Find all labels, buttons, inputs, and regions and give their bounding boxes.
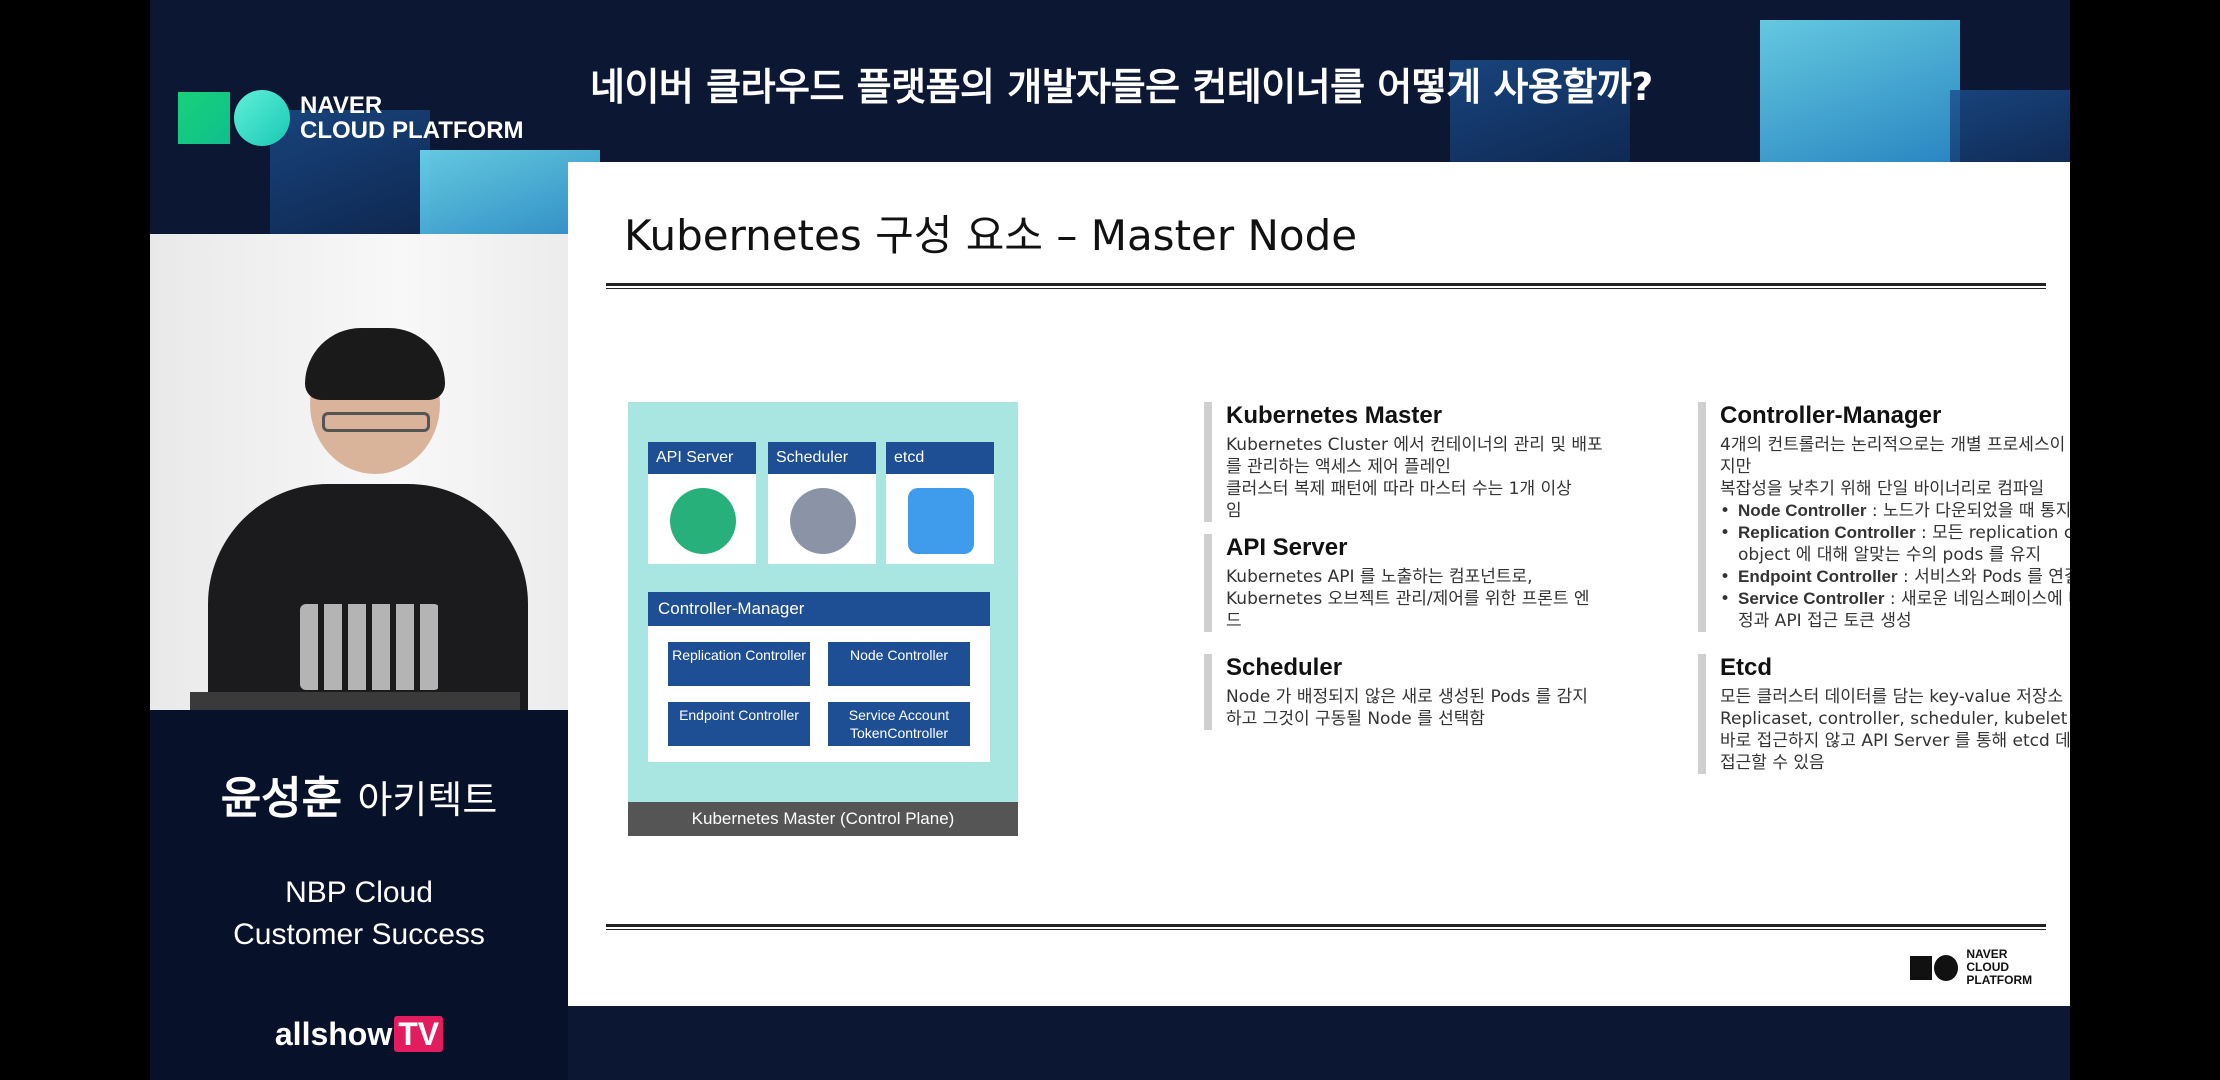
etcd-line1: 모든 클러스터 데이터를 담는 key-value 저장소 (1720, 687, 2064, 707)
scheduler-label: Scheduler (768, 442, 876, 474)
brand-text: allshow (274, 1016, 393, 1052)
slide-logo-square-icon (1910, 955, 1933, 980)
slide-naver-cloud-logo: NAVER CLOUD PLATFORM (1910, 948, 2070, 987)
etcd-box: etcd (886, 442, 994, 564)
slide-logo-circle-icon (1934, 954, 1959, 981)
k8s-master-line2: 를 관리하는 액세스 제어 플레인 (1226, 457, 1451, 477)
controller-manager-title: Controller-Manager (1720, 402, 1942, 429)
logo-square-icon (178, 92, 230, 144)
speaker-video (150, 234, 568, 710)
logo-text-naver: NAVER (300, 92, 383, 119)
controller-manager-line2: 지만 (1720, 457, 1752, 477)
bottom-divider (606, 924, 2046, 930)
diagram-footer: Kubernetes Master (Control Plane) (628, 802, 1018, 836)
k8s-master-line3: 클러스터 복제 패턴에 따라 마스터 수는 1개 이상 (1226, 479, 1572, 499)
logo-circle-icon (234, 90, 290, 146)
logo-text-cloud-platform: CLOUD PLATFORM (300, 117, 524, 144)
calendar-icon (790, 488, 856, 554)
api-server-icon (670, 488, 736, 554)
laptop (190, 692, 520, 710)
controller-manager-section: Controller-Manager 4개의 컨트롤러는 논리적으로는 개별 프… (1698, 402, 2070, 632)
presentation-slide: Kubernetes 구성 요소 – Master Node API Serve… (568, 162, 2070, 1006)
naver-cloud-logo: NAVER CLOUD PLATFORM (178, 90, 524, 146)
speaker-panel: 윤성훈 아키텍트 NBP Cloud Customer Success alls… (150, 710, 568, 1080)
list-item: Endpoint Controller : 서비스와 Pods 를 연결 (1720, 566, 2070, 588)
speaker-org: NBP Cloud Customer Success (150, 872, 568, 956)
etcd-label: etcd (886, 442, 994, 474)
background-cube (1760, 20, 1960, 170)
speaker-name: 윤성훈 (220, 773, 343, 824)
list-item: Replication Controller : 모든 replication … (1720, 522, 2070, 566)
speaker-org-line1: NBP Cloud (285, 876, 433, 909)
service-account-controller-box: Service Account TokenController (828, 702, 970, 746)
endpoint-controller-box: Endpoint Controller (668, 702, 810, 746)
background-cube (1450, 60, 1630, 180)
api-server-section: API Server Kubernetes API 를 노출하는 컴포넌트로, … (1204, 534, 1654, 632)
controller-manager-line1: 4개의 컨트롤러는 논리적으로는 개별 프로세스이 (1720, 435, 2066, 455)
k8s-master-line4: 임 (1226, 501, 1242, 521)
speaker-role: 아키텍트 (357, 778, 498, 822)
scheduler-title: Scheduler (1226, 654, 1343, 681)
api-server-line1: Kubernetes API 를 노출하는 컴포넌트로, (1226, 567, 1533, 587)
slide-title: Kubernetes 구성 요소 – Master Node (624, 211, 1358, 260)
slide-logo-text-cloud-platform: CLOUD PLATFORM (1966, 960, 2033, 987)
etcd-section: Etcd 모든 클러스터 데이터를 담는 key-value 저장소 Repli… (1698, 654, 2070, 774)
speaker-name-line: 윤성훈 아키텍트 (150, 762, 568, 826)
speaker-org-line2: Customer Success (233, 918, 485, 951)
k8s-master-title: Kubernetes Master (1226, 402, 1443, 429)
speaker-glasses (322, 412, 430, 432)
k8s-master-line1: Kubernetes Cluster 에서 컨테이너의 관리 및 배포 (1226, 435, 1603, 455)
api-server-line3: 드 (1226, 611, 1242, 631)
scheduler-line1: Node 가 배정되지 않은 새로 생성된 Pods 를 감지 (1226, 687, 1588, 707)
controller-manager-label: Controller-Manager (648, 592, 990, 626)
controller-list: Node Controller : 노드가 다운되었을 때 통지와 대응 Rep… (1720, 500, 2070, 632)
shirt-logo (300, 604, 440, 690)
scheduler-section: Scheduler Node 가 배정되지 않은 새로 생성된 Pods 를 감… (1204, 654, 1654, 730)
controller-manager-box: Controller-Manager Replication Controlle… (648, 592, 990, 762)
api-server-label: API Server (648, 442, 756, 474)
api-server-line2: Kubernetes 오브젝트 관리/제어를 위한 프론트 엔 (1226, 589, 1590, 609)
top-divider (606, 283, 2046, 289)
k8s-master-section: Kubernetes Master Kubernetes Cluster 에서 … (1204, 402, 1654, 522)
brand-tv: TV (394, 1016, 444, 1052)
master-node-diagram: API Server Scheduler etcd Controller-Man… (628, 402, 1018, 836)
etcd-title: Etcd (1720, 654, 1773, 681)
background-cube (270, 110, 430, 240)
speaker-hair (305, 328, 445, 400)
etcd-icon (908, 488, 974, 554)
scheduler-line2: 하고 그것이 구동될 Node 를 선택함 (1226, 709, 1486, 729)
broadcast-frame: NAVER CLOUD PLATFORM 네이버 클라우드 플랫폼의 개발자들은… (150, 0, 2070, 1080)
api-server-title: API Server (1226, 534, 1348, 561)
slide-logo-text-naver: NAVER (1966, 947, 2008, 961)
etcd-line4: 접근할 수 있음 (1720, 753, 1825, 773)
replication-controller-box: Replication Controller (668, 642, 810, 686)
etcd-line2: Replicaset, controller, scheduler, kubel… (1720, 709, 2070, 729)
list-item: Node Controller : 노드가 다운되었을 때 통지와 대응 (1720, 500, 2070, 522)
api-server-box: API Server (648, 442, 756, 564)
list-item: Service Controller : 새로운 네임스페이스에 대한 기본 계… (1720, 588, 2070, 632)
event-headline: 네이버 클라우드 플랫폼의 개발자들은 컨테이너를 어떻게 사용할까? (590, 65, 1653, 109)
controller-manager-line3: 복잡성을 낮추기 위해 단일 바이너리로 컴파일 (1720, 479, 2045, 499)
scheduler-box: Scheduler (768, 442, 876, 564)
etcd-line3: 바로 접근하지 않고 API Server 를 통해 etcd 데이터에 (1720, 731, 2070, 751)
node-controller-box: Node Controller (828, 642, 970, 686)
